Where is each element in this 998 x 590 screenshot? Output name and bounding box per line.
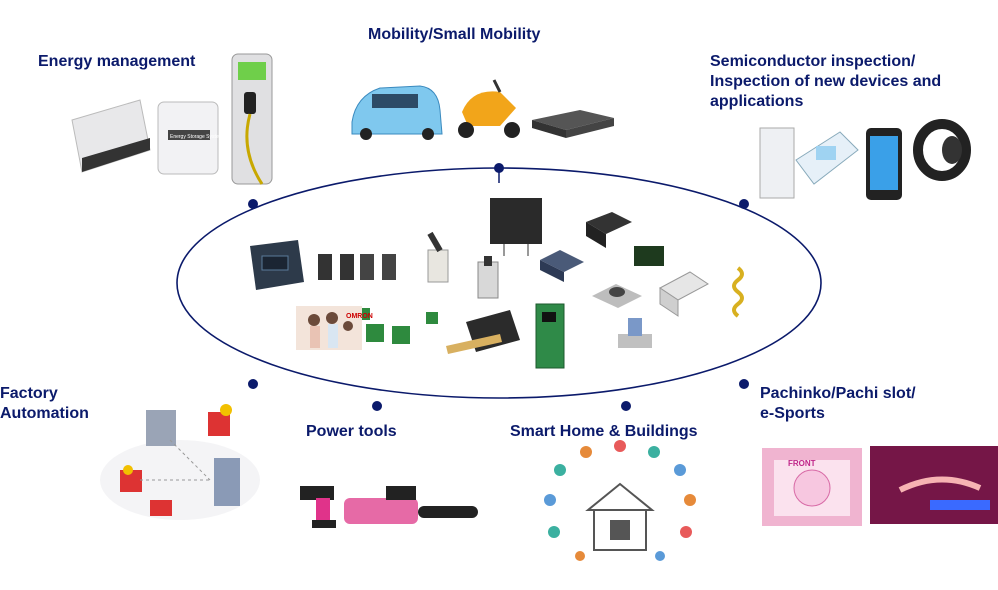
label-smart-home: Smart Home & Buildings <box>510 423 698 440</box>
label-semi-line3: applications <box>710 93 804 110</box>
smartwatch-image <box>913 119 971 181</box>
label-semi-line2: Inspection of new devices and <box>710 73 942 90</box>
factory-line-image <box>100 404 260 520</box>
pachinko-machine-image: FRONT <box>762 448 862 526</box>
board-connector-image <box>446 310 520 354</box>
image-sensing-boards-image <box>360 308 438 344</box>
agv-robot-image <box>532 110 614 138</box>
dot-power-tools <box>372 401 382 411</box>
label-pachinko-line2: e-Sports <box>760 405 825 422</box>
family-photo-image <box>296 306 362 350</box>
dot-energy <box>248 199 258 209</box>
esports-photo-image <box>870 446 998 524</box>
dot-mobility <box>494 163 504 173</box>
pcb-module-image <box>535 303 565 369</box>
switch-lever-image <box>427 231 449 283</box>
label-factory-line2: Automation <box>0 405 89 422</box>
storage-label-text: Energy Storage System <box>170 134 223 140</box>
dot-smart-home <box>621 401 631 411</box>
smd-relay-image <box>634 246 664 266</box>
connector-relay-image <box>659 271 709 317</box>
chainsaw-image <box>344 486 478 524</box>
label-factory-line1: Factory <box>0 385 58 402</box>
drill-image <box>300 486 336 528</box>
label-semi-line1: Semiconductor inspection/ <box>710 53 916 70</box>
dot-factory <box>248 379 258 389</box>
label-pachinko-line1: Pachinko/Pachi slot/ <box>760 385 916 402</box>
car-image <box>351 85 443 140</box>
smartphone-image <box>866 128 902 200</box>
power-relay-image <box>490 198 542 256</box>
scooter-image <box>458 79 520 138</box>
signal-relay-image <box>586 212 632 248</box>
tactile-switch-image <box>592 284 642 308</box>
photomicrosensor-image <box>318 254 396 280</box>
dot-pachinko <box>739 379 749 389</box>
label-energy-management: Energy management <box>38 53 196 70</box>
energy-storage-image: Energy Storage System <box>157 101 223 175</box>
smart-home-network-image <box>544 440 696 561</box>
label-factory-automation: Factory Automation <box>0 384 89 424</box>
label-semiconductor-inspection: Semiconductor inspection/ Inspection of … <box>710 52 941 112</box>
label-pachinko: Pachinko/Pachi slot/ e-Sports <box>760 384 916 424</box>
tactile-switch-blue-image <box>618 318 652 348</box>
omron-logo-text: OMRON <box>346 313 373 320</box>
label-mobility: Mobility/Small Mobility <box>368 26 541 43</box>
dot-semiconductor <box>739 199 749 209</box>
pachinko-title-text: FRONT <box>788 459 816 468</box>
spring-contact-image <box>732 266 744 318</box>
label-power-tools: Power tools <box>306 423 397 440</box>
ev-charger-image <box>231 53 273 185</box>
inspection-machine-image <box>759 127 859 199</box>
slim-relay-image <box>540 250 584 282</box>
inverter-image <box>71 99 151 173</box>
sensor-display-unit-image <box>250 240 304 290</box>
sensor-small-image <box>477 256 499 299</box>
